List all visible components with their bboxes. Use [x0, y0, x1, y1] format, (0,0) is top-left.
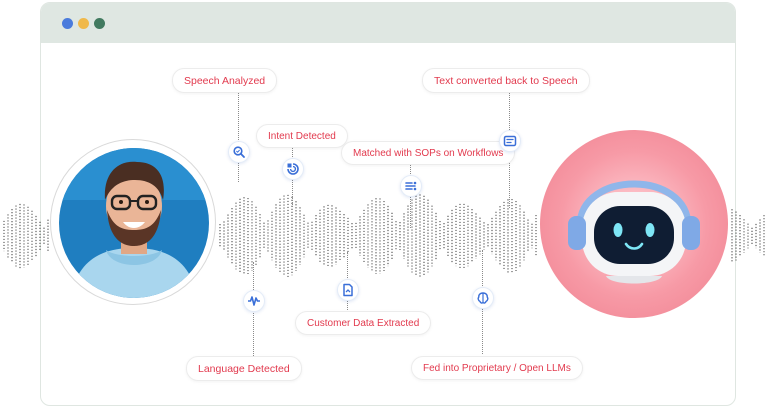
ai-bot-avatar [540, 130, 728, 318]
step-matched-sops: Matched with SOPs on Workflows [341, 141, 516, 165]
step-text-to-speech: Text converted back to Speech [422, 68, 590, 93]
window-maximize-dot[interactable] [94, 18, 105, 29]
connector-speech-analyzed [238, 92, 239, 182]
window-minimize-dot[interactable] [78, 18, 89, 29]
waveform-icon [243, 290, 265, 312]
window-close-dot[interactable] [62, 18, 73, 29]
window-titlebar [41, 3, 735, 43]
document-icon [499, 130, 521, 152]
step-fed-llms: Fed into Proprietary / Open LLMs [411, 356, 583, 380]
workflow-icon [400, 175, 422, 197]
step-speech-analyzed: Speech Analyzed [172, 68, 278, 93]
step-customer-data: Customer Data Extracted [295, 311, 432, 335]
magnifier-icon [228, 141, 250, 163]
brain-icon [472, 287, 494, 309]
file-icon [337, 279, 359, 301]
target-icon [282, 158, 304, 180]
customer-avatar [50, 139, 216, 305]
step-language-detected: Language Detected [186, 356, 302, 381]
step-intent-detected: Intent Detected [256, 124, 348, 148]
